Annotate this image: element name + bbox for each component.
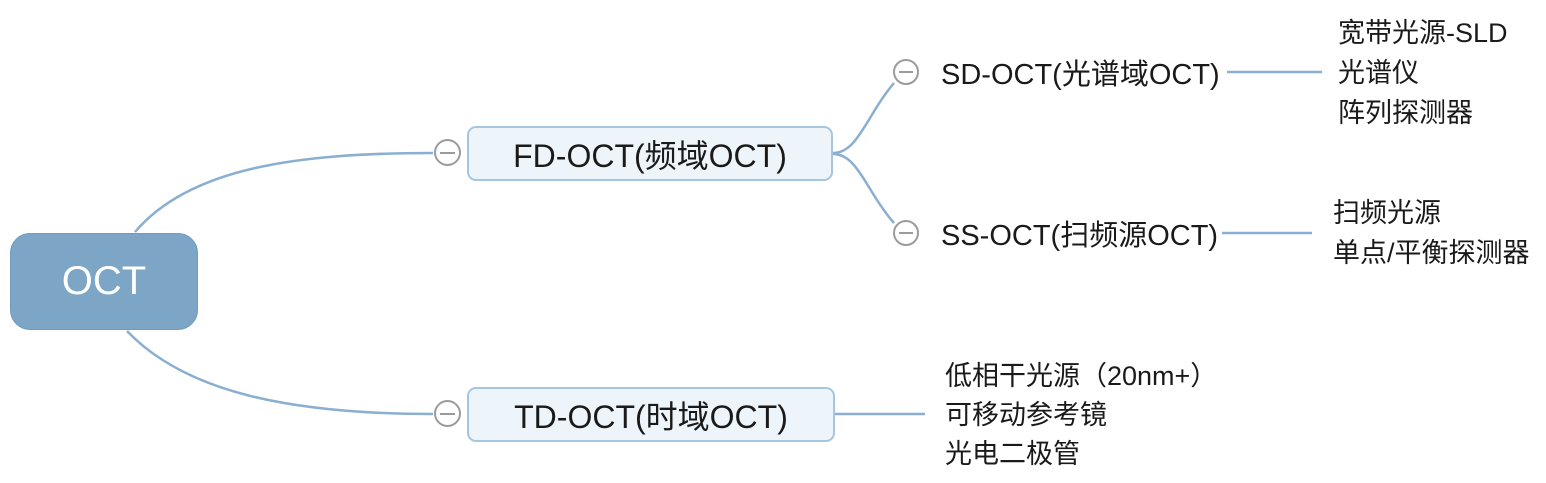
leaf-group-sd[interactable]: 宽带光源-SLD 光谱仪 阵列探测器 xyxy=(1338,13,1508,133)
connector-root-to-fd xyxy=(134,151,434,233)
connector-fd-to-sd xyxy=(832,82,895,155)
leaf-item[interactable]: 可移动参考镜 xyxy=(945,400,1107,430)
node-sd-oct-label: SD-OCT(光谱域OCT) xyxy=(941,59,1220,91)
node-td-oct[interactable]: TD-OCT(时域OCT) xyxy=(467,387,835,442)
leaf-group-ss[interactable]: 扫频光源 单点/平衡探测器 xyxy=(1333,193,1530,273)
node-oct-root[interactable]: OCT xyxy=(10,233,198,330)
collapse-minus-icon-fd[interactable] xyxy=(434,139,461,166)
node-ss-oct[interactable]: SS-OCT(扫频源OCT) xyxy=(941,211,1218,255)
leaf-item[interactable]: 阵列探测器 xyxy=(1338,98,1473,128)
leaf-item[interactable]: 光电二极管 xyxy=(945,439,1080,469)
leaf-item[interactable]: 扫频光源 xyxy=(1333,198,1441,228)
leaf-item[interactable]: 单点/平衡探测器 xyxy=(1333,238,1530,268)
node-fd-oct-label: FD-OCT(频域OCT) xyxy=(513,137,787,174)
node-ss-oct-label: SS-OCT(扫频源OCT) xyxy=(941,220,1219,252)
node-fd-oct[interactable]: FD-OCT(频域OCT) xyxy=(467,126,833,181)
leaf-item[interactable]: 低相干光源（20nm+） xyxy=(945,361,1218,391)
collapse-minus-icon-ss[interactable] xyxy=(893,220,919,246)
leaf-group-td[interactable]: 低相干光源（20nm+） 可移动参考镜 光电二极管 xyxy=(945,357,1217,474)
leaf-item[interactable]: 光谱仪 xyxy=(1338,58,1419,88)
leaf-item[interactable]: 宽带光源-SLD xyxy=(1338,18,1508,48)
connector-root-to-td xyxy=(126,330,434,416)
node-td-oct-label: TD-OCT(时域OCT) xyxy=(514,398,788,435)
node-sd-oct[interactable]: SD-OCT(光谱域OCT) xyxy=(941,50,1220,94)
node-oct-root-label: OCT xyxy=(61,259,147,303)
collapse-minus-icon-sd[interactable] xyxy=(893,59,919,85)
connector-fd-to-ss xyxy=(832,152,895,224)
collapse-minus-icon-td[interactable] xyxy=(434,400,461,427)
